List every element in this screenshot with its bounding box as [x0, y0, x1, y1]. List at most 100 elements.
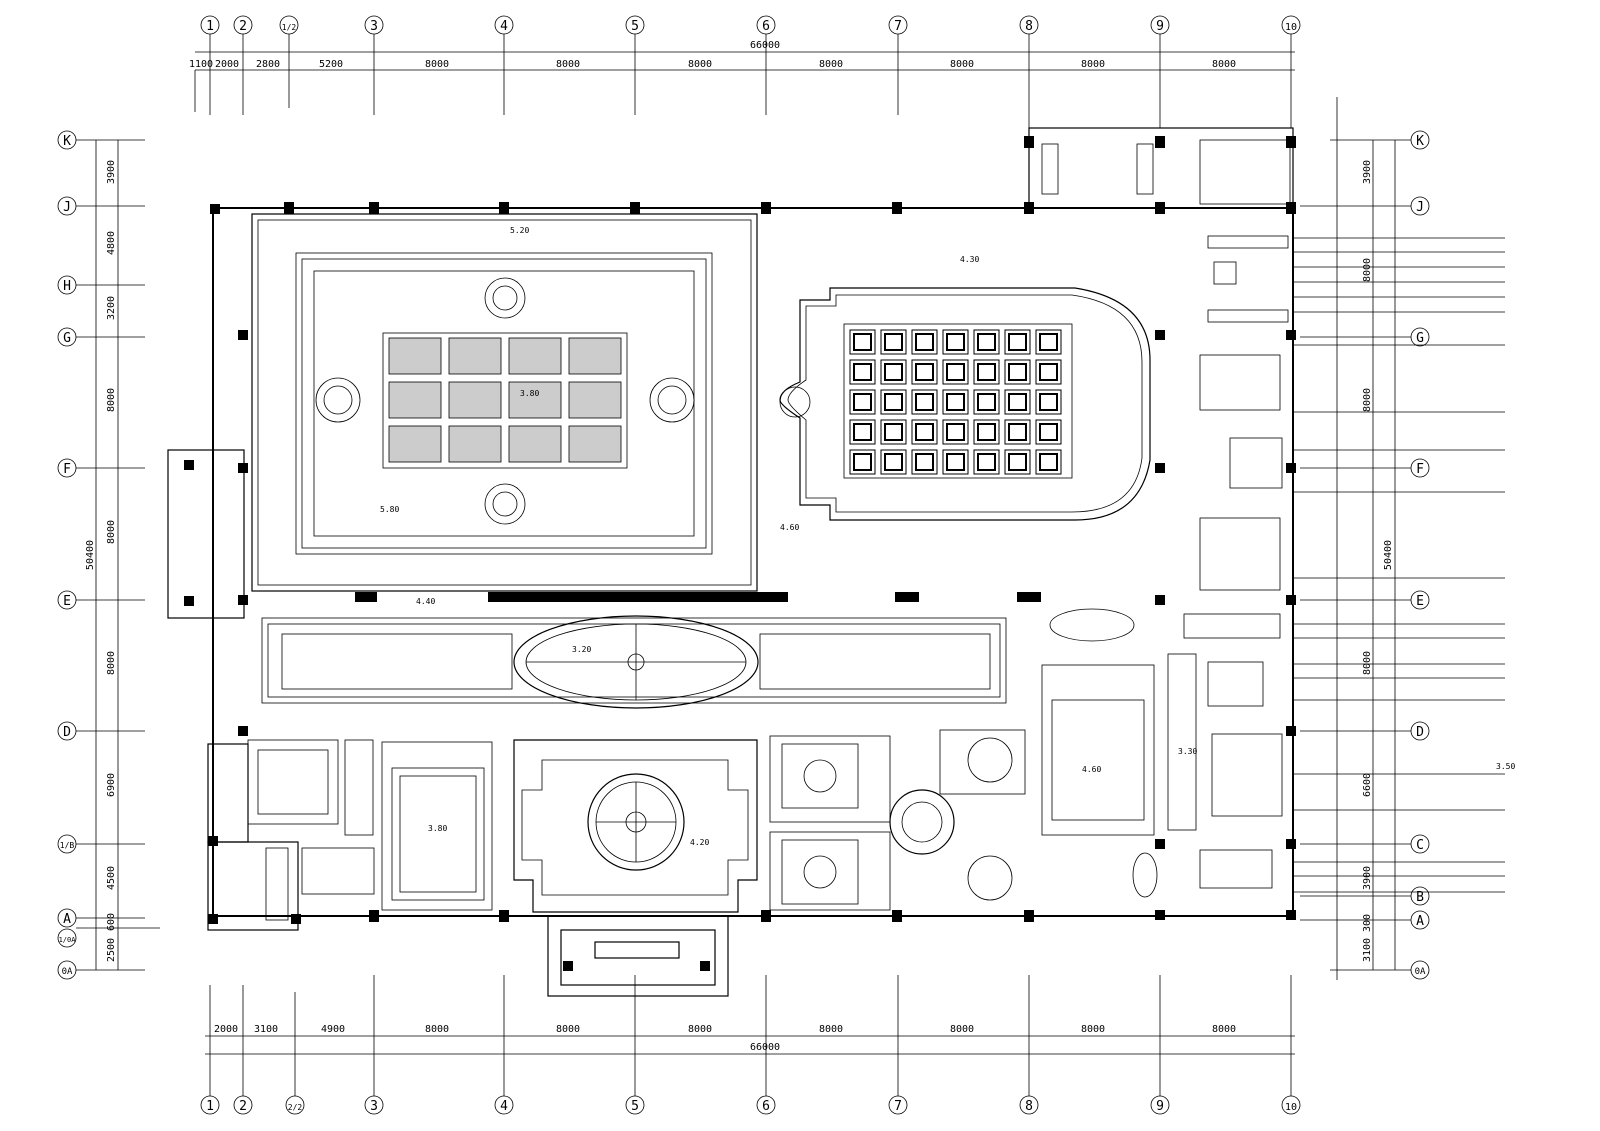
axis-bubble: 5 — [625, 15, 645, 115]
right-dimension-lines — [1336, 97, 1396, 980]
coffer-inner — [915, 423, 934, 441]
bottom-axis-bubbles: 1 2 2/2 3 4 5 6 7 8 9 10 — [200, 975, 1301, 1115]
left-spacing-label: 8000 — [106, 651, 117, 675]
coffer-outer — [942, 389, 969, 415]
axis-bubble: 2/2 — [285, 992, 305, 1115]
svg-text:4: 4 — [500, 19, 508, 34]
top-spacing-label: 2000 — [215, 59, 239, 70]
top-dimension-lines — [194, 51, 1295, 112]
axis-bubble: 6 — [756, 15, 776, 115]
right-spacing-label: 8000 — [1362, 651, 1373, 675]
level-label: 3.80 — [428, 824, 447, 833]
coffer-inner — [853, 453, 872, 471]
coffer-inner — [946, 333, 965, 351]
axis-bubble: 1/B — [57, 834, 145, 854]
axis-bubble: F — [57, 458, 145, 478]
level-label: 3.20 — [572, 645, 591, 654]
axis-bubble: 3 — [364, 15, 384, 115]
axis-bubble: G — [1300, 327, 1430, 347]
coffer-outer — [849, 329, 876, 355]
top-spacing-label: 2800 — [256, 59, 280, 70]
bottom-spacing-label: 4900 — [321, 1024, 345, 1035]
axis-bubble: E — [57, 590, 145, 610]
coffer-inner — [884, 333, 903, 351]
coffer-outer — [973, 449, 1000, 475]
coffer-outer — [1004, 389, 1031, 415]
level-label: 4.30 — [960, 255, 979, 264]
coffer-inner — [1008, 363, 1027, 381]
coffer-inner — [915, 333, 934, 351]
svg-text:H: H — [63, 279, 71, 294]
axis-bubble: G — [57, 327, 145, 347]
coffer-outer — [880, 449, 907, 475]
coffer-outer — [880, 329, 907, 355]
coffer-inner — [1039, 363, 1058, 381]
bottom-spacing-label: 3100 — [254, 1024, 278, 1035]
top-spacing-label: 8000 — [1212, 59, 1236, 70]
svg-text:A: A — [1416, 914, 1424, 929]
svg-text:0A: 0A — [1415, 967, 1426, 977]
left-spacing-label: 8000 — [106, 520, 117, 544]
svg-text:D: D — [1416, 725, 1424, 740]
coffer-inner — [1039, 333, 1058, 351]
coffer-inner — [1039, 423, 1058, 441]
bottom-spacing-label: 8000 — [1212, 1024, 1236, 1035]
svg-text:5: 5 — [631, 1099, 639, 1114]
service-wing — [1041, 139, 1291, 889]
axis-bubble: 7 — [888, 15, 908, 115]
top-spacing-label: 8000 — [556, 59, 580, 70]
svg-text:F: F — [63, 462, 71, 477]
coffer-outer — [973, 389, 1000, 415]
left-spacing-labels: 3900 4800 3200 8000 8000 8000 6900 4500 … — [106, 160, 117, 962]
coffer-inner — [853, 393, 872, 411]
axis-bubble: 1 — [200, 985, 220, 1115]
svg-text:E: E — [1416, 594, 1424, 609]
coffer-outer — [911, 419, 938, 445]
svg-text:E: E — [63, 594, 71, 609]
axis-bubble: 2 — [233, 15, 253, 115]
coffer-outer — [849, 389, 876, 415]
bottom-spacing-label: 8000 — [425, 1024, 449, 1035]
coffer-outer — [1035, 389, 1062, 415]
svg-text:F: F — [1416, 462, 1424, 477]
axis-bubble: C — [1300, 834, 1430, 854]
top-spacing-label: 5200 — [319, 59, 343, 70]
level-labels: 5.20 5.80 4.30 4.60 3.80 4.40 3.20 3.80 … — [380, 226, 1515, 847]
left-spacing-label: 8000 — [106, 388, 117, 412]
level-label: 4.40 — [416, 597, 435, 606]
coffer-outer — [1035, 359, 1062, 385]
coffer-inner — [915, 393, 934, 411]
coffer-outer — [1004, 449, 1031, 475]
axis-bubble: 6 — [756, 975, 776, 1115]
axis-bubble: 8 — [1019, 15, 1039, 128]
corridor-ceiling — [261, 608, 1135, 709]
svg-text:7: 7 — [894, 19, 902, 34]
coffer-inner — [977, 393, 996, 411]
right-leader-lines — [1293, 237, 1505, 893]
coffer-outer — [942, 329, 969, 355]
svg-text:G: G — [63, 331, 71, 346]
coffer-inner — [915, 363, 934, 381]
coffer-inner — [946, 423, 965, 441]
coffer-inner — [946, 393, 965, 411]
axis-bubble: 0A — [1330, 960, 1430, 980]
axis-bubble: 10 — [1281, 15, 1301, 128]
axis-bubble: 9 — [1150, 15, 1170, 128]
svg-text:3: 3 — [370, 1099, 378, 1114]
right-spacing-label: 3900 — [1362, 866, 1373, 890]
banquet-hall-ceiling — [779, 287, 1151, 521]
level-label: 3.80 — [520, 389, 539, 398]
level-label: 3.30 — [1178, 747, 1197, 756]
top-spacing-label: 8000 — [425, 59, 449, 70]
coffer-inner — [1008, 393, 1027, 411]
coffer-inner — [884, 393, 903, 411]
axis-bubble: 9 — [1150, 975, 1170, 1115]
right-spacing-label: 3100 — [1362, 938, 1373, 962]
grand-hall-coffer-panels — [388, 337, 622, 463]
svg-text:B: B — [1416, 890, 1424, 905]
svg-text:C: C — [1416, 838, 1424, 853]
axis-bubble: 10 — [1281, 975, 1301, 1115]
coffer-outer — [1035, 329, 1062, 355]
coffer-outer — [880, 359, 907, 385]
bottom-spacing-label: 8000 — [688, 1024, 712, 1035]
